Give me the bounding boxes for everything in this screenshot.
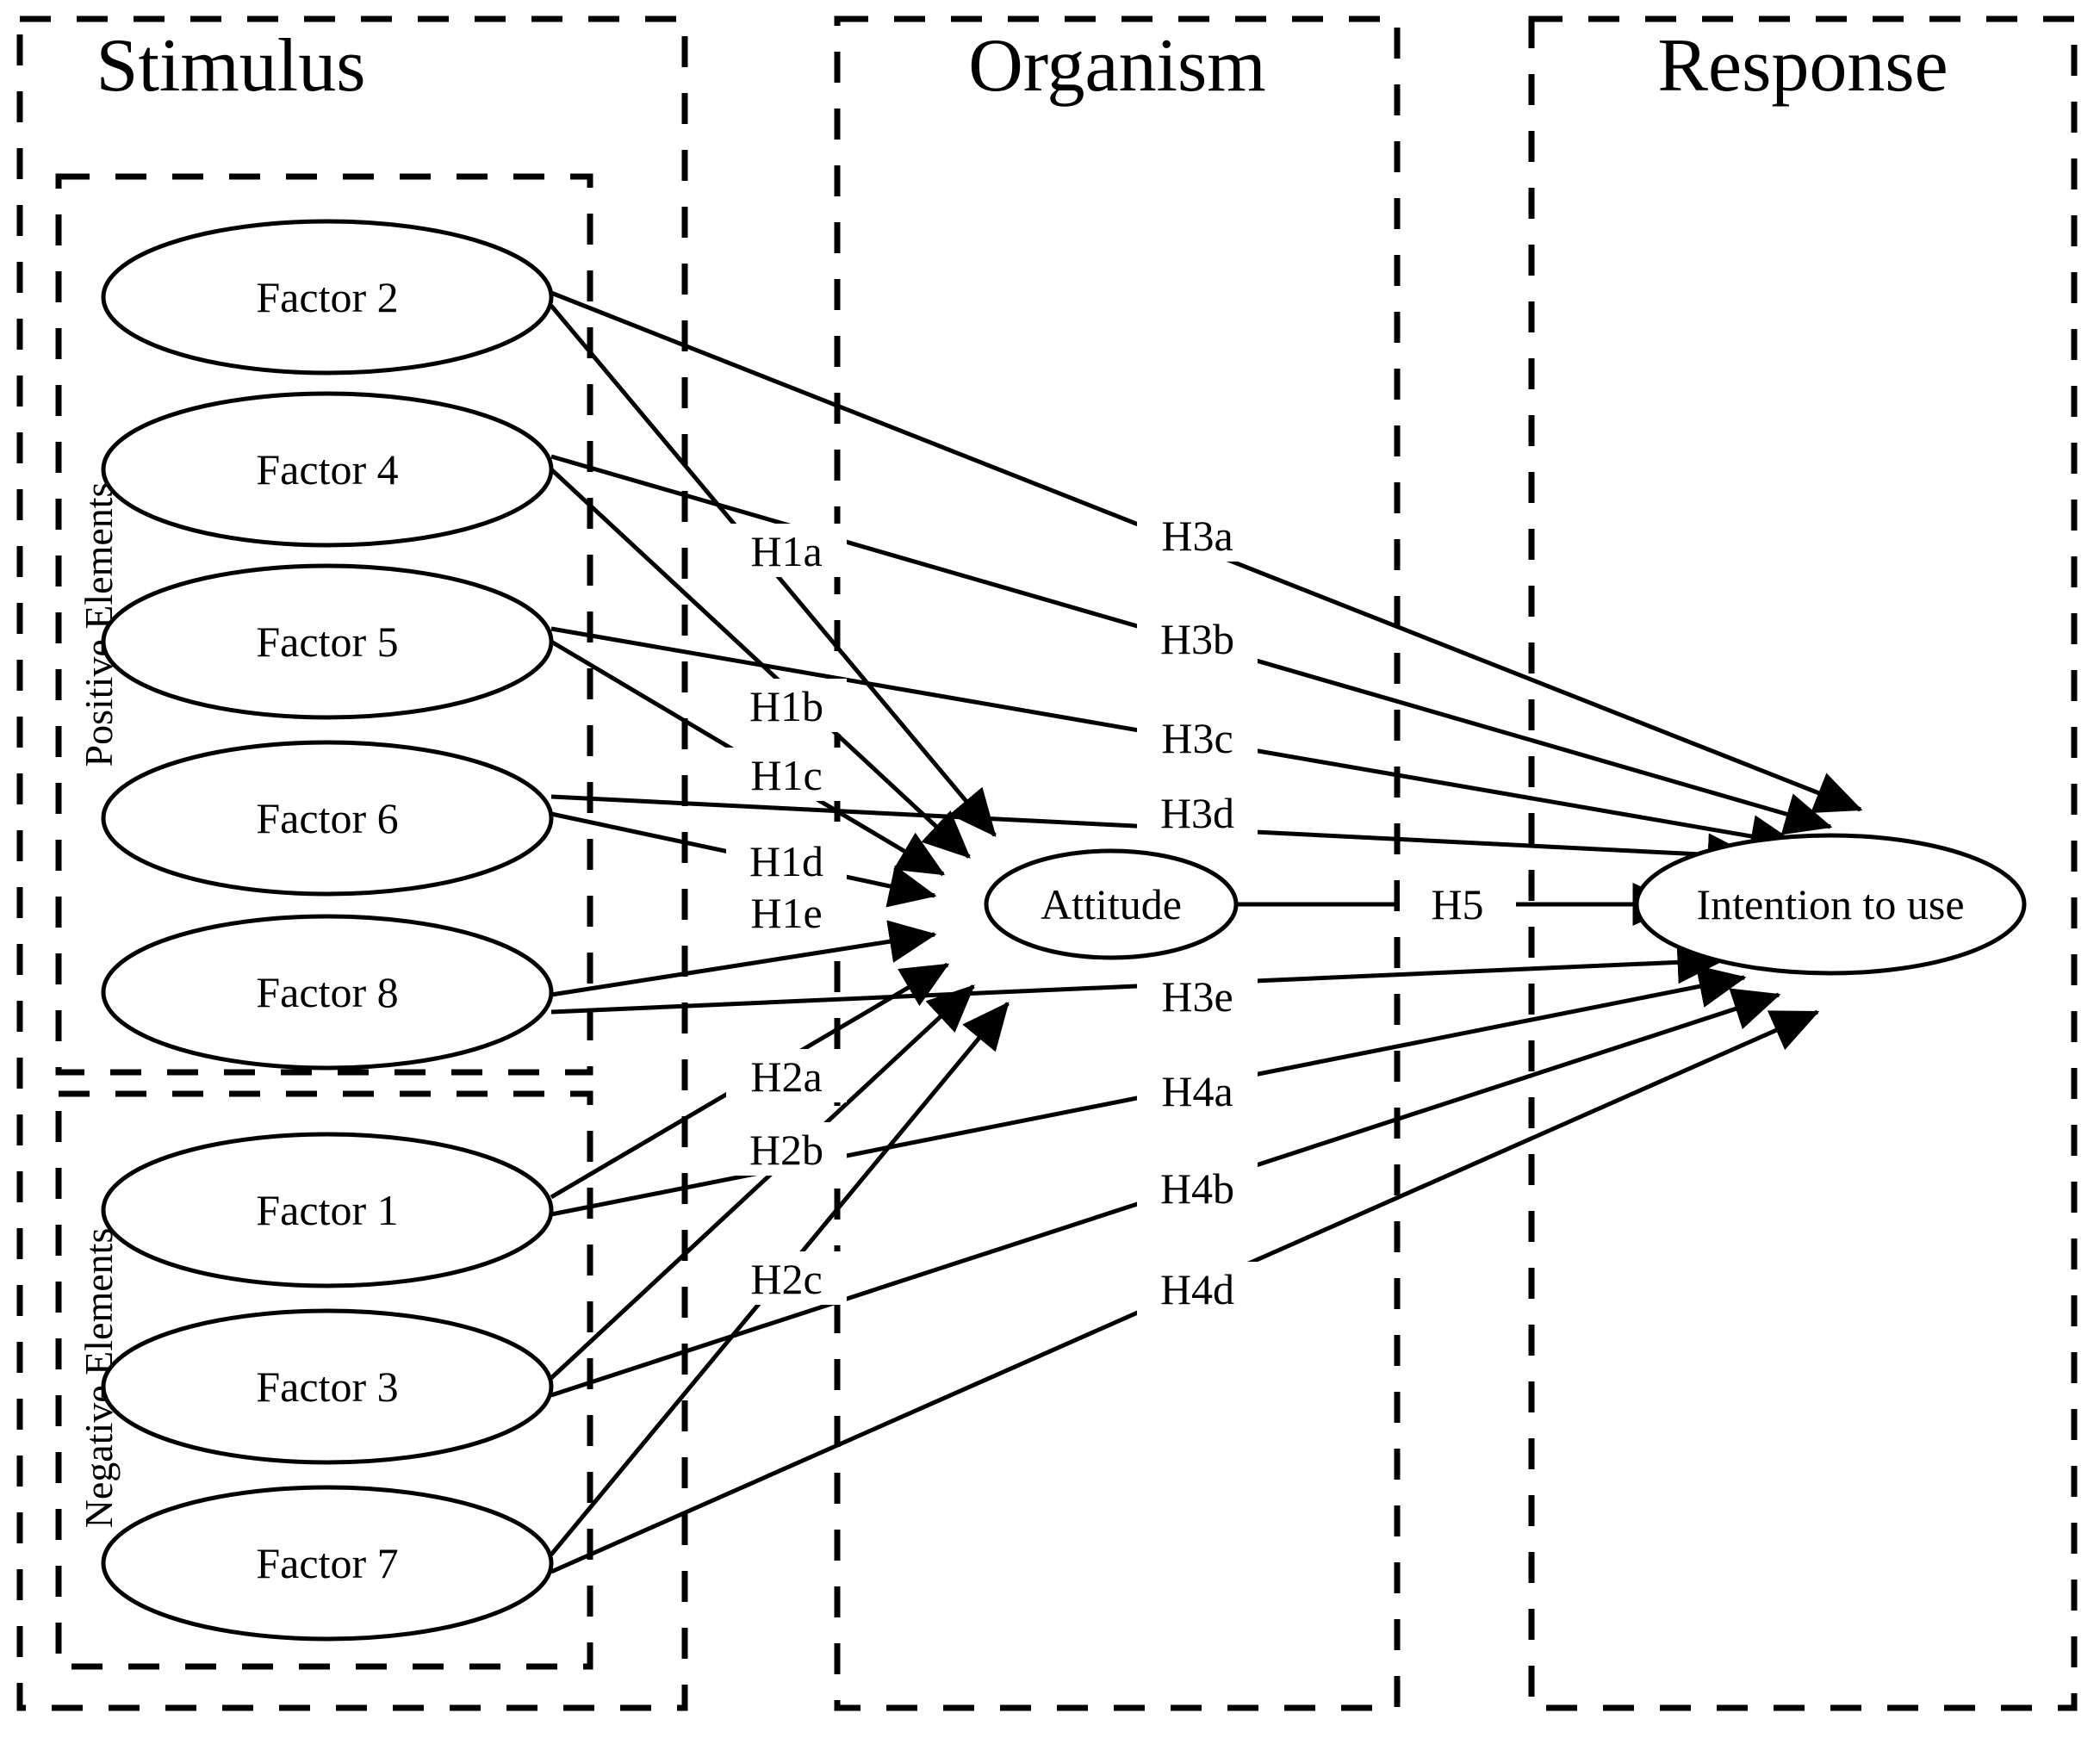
node-shape	[101, 914, 554, 1071]
hyp-label-h1d: H1d	[749, 837, 823, 885]
panel-title-response: Response	[1657, 24, 1948, 108]
hyp-label-h2b: H2b	[749, 1126, 823, 1174]
node-shape	[101, 563, 554, 720]
hyp-label-h4b: H4b	[1160, 1164, 1234, 1213]
node-label: Factor 6	[256, 794, 398, 842]
node-label: Factor 5	[256, 618, 398, 666]
hyp-label-h4a: H4a	[1161, 1067, 1233, 1115]
panel-box-response	[1528, 16, 2078, 1711]
hyp-label-h3c: H3c	[1161, 714, 1233, 762]
hyp-label-h4d: H4d	[1160, 1265, 1234, 1313]
node-shape	[984, 848, 1239, 960]
edge-h2b	[550, 984, 975, 1380]
node-shape	[101, 740, 554, 897]
panel-title-organism: Organism	[968, 24, 1265, 108]
node-shape	[101, 1132, 554, 1288]
edge-h1e	[550, 920, 937, 997]
node-factor4[interactable]: Factor 4	[101, 391, 554, 548]
node-label: Intention to use	[1696, 880, 1964, 928]
node-label: Factor 3	[256, 1362, 398, 1411]
node-label: Attitude	[1041, 880, 1182, 928]
hyp-label-h1e: H1e	[750, 889, 822, 937]
node-factor6[interactable]: Factor 6	[101, 740, 554, 897]
node-factor8[interactable]: Factor 8	[101, 914, 554, 1071]
panel-box-stimulus	[16, 16, 688, 1711]
hyp-label-group-h3: H3a H3b H3c H3d H3e	[1137, 508, 1258, 1022]
node-factor3[interactable]: Factor 3	[101, 1308, 554, 1465]
node-factor7[interactable]: Factor 7	[101, 1485, 554, 1642]
node-attitude[interactable]: Attitude	[984, 848, 1239, 960]
node-intention-to-use[interactable]: Intention to use	[1634, 833, 2027, 976]
node-label: Factor 8	[256, 968, 398, 1016]
hyp-label-group-h2: H2a H2b H2c	[726, 1049, 847, 1305]
node-factor1[interactable]: Factor 1	[101, 1132, 554, 1288]
node-factor2[interactable]: Factor 2	[101, 219, 554, 376]
node-label: Factor 2	[256, 273, 398, 321]
hyp-label-h2c: H2c	[750, 1255, 822, 1303]
hyp-label-h1b: H1b	[749, 682, 823, 730]
hyp-label-group-h5: H5	[1400, 878, 1516, 932]
node-shape	[101, 391, 554, 548]
node-label: Factor 4	[256, 445, 398, 493]
node-label: Factor 7	[256, 1539, 398, 1587]
node-shape	[101, 1308, 554, 1465]
hyp-label-group-h4: H4a H4b H4d	[1137, 1064, 1258, 1315]
hyp-label-h3d: H3d	[1160, 789, 1234, 837]
hyp-label-h3a: H3a	[1161, 512, 1233, 560]
hyp-label-h3e: H3e	[1161, 972, 1233, 1021]
node-shape	[101, 1485, 554, 1642]
hyp-label-group-h1: H1a H1b H1c H1d H1e	[726, 524, 847, 939]
hyp-label-h3b: H3b	[1160, 615, 1234, 663]
panel-title-stimulus: Stimulus	[96, 24, 366, 108]
hyp-label-h1c: H1c	[750, 751, 822, 799]
group-box-negative	[55, 1090, 593, 1670]
node-label: Factor 1	[256, 1186, 398, 1234]
hyp-label-h2a: H2a	[750, 1052, 822, 1101]
node-shape	[1634, 833, 2027, 976]
group-box-positive	[55, 173, 593, 1076]
node-factor5[interactable]: Factor 5	[101, 563, 554, 720]
hyp-label-h1a: H1a	[750, 527, 822, 575]
hyp-label-h5: H5	[1431, 880, 1483, 928]
node-shape	[101, 219, 554, 376]
